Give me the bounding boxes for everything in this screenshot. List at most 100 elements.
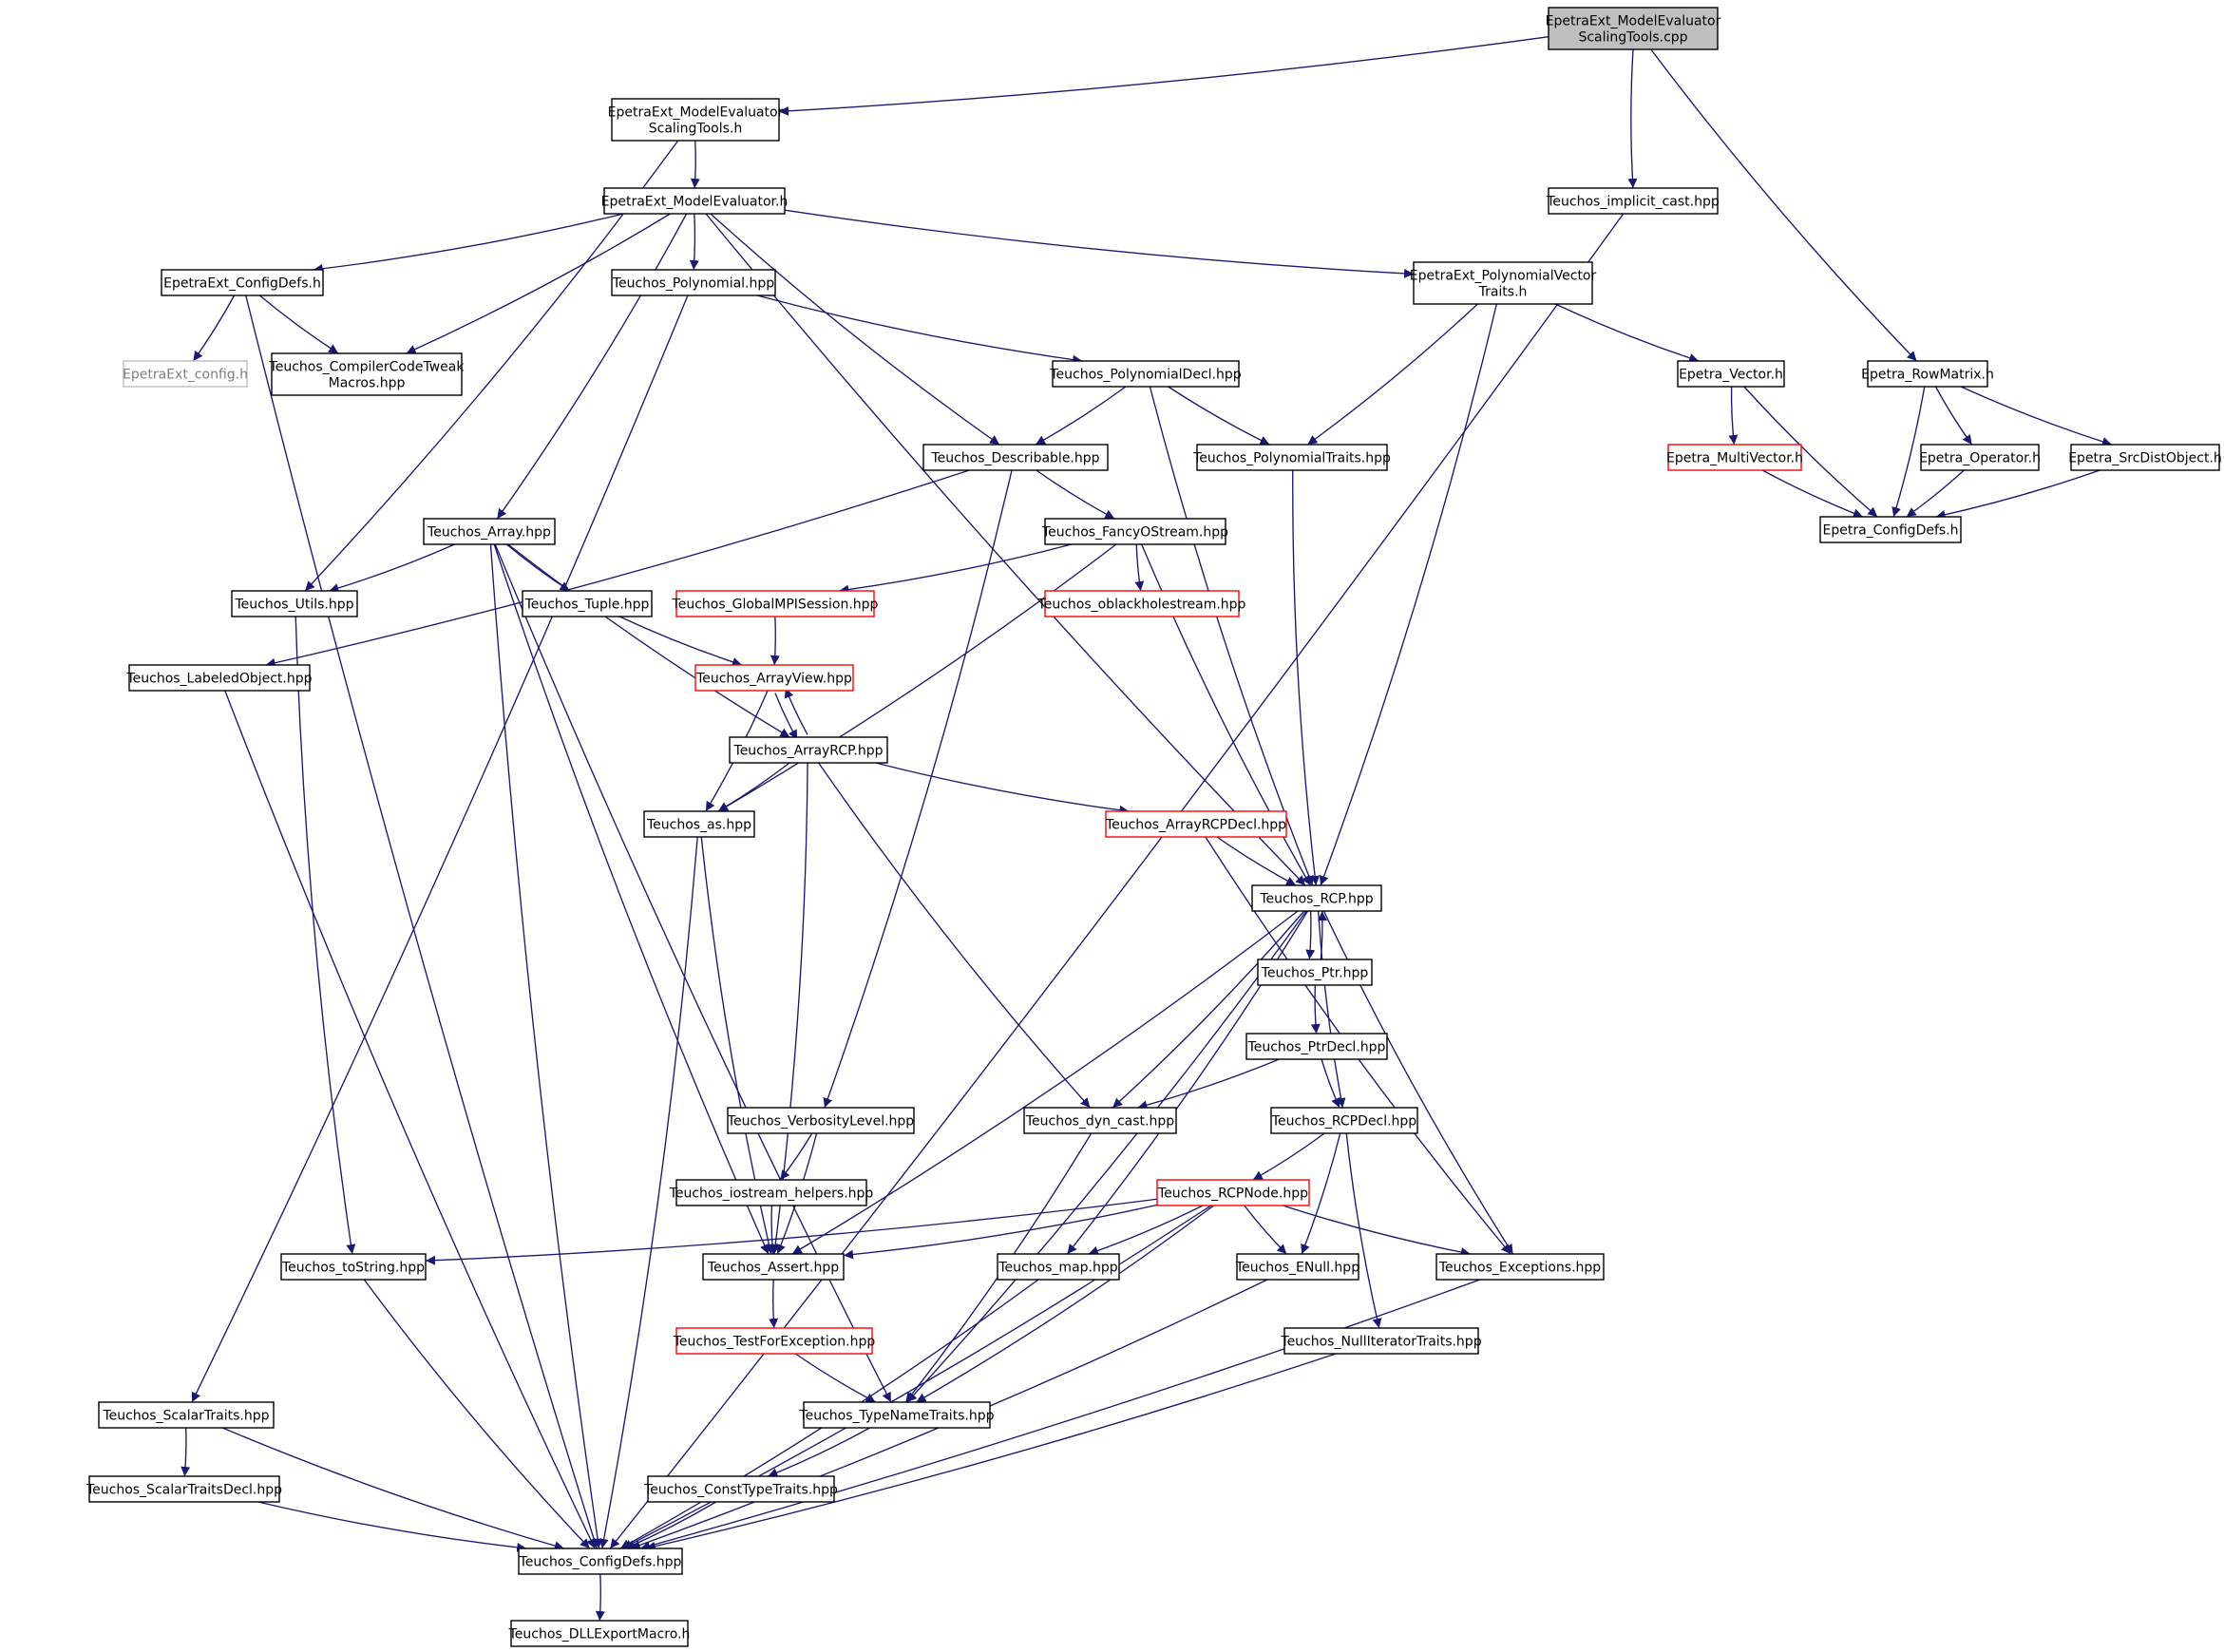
node-label: Epetra_Operator.h bbox=[1919, 451, 2041, 466]
node-box bbox=[1105, 810, 1287, 838]
node-box bbox=[1236, 1253, 1359, 1281]
edge-fancyostream-to-globalmpi bbox=[839, 543, 1072, 595]
node-label: Teuchos_Tuple.hpp bbox=[524, 598, 650, 613]
node-ee_config[interactable]: EpetraExt_config.h bbox=[123, 360, 248, 388]
node-polytraits[interactable]: Teuchos_PolynomialTraits.hpp bbox=[1192, 444, 1391, 471]
node-as[interactable]: Teuchos_as.hpp bbox=[643, 810, 755, 838]
node-scalardecl[interactable]: Teuchos_ScalarTraitsDecl.hpp bbox=[86, 1475, 282, 1503]
edge-epvector-to-ep_configdefs bbox=[1743, 386, 1878, 518]
node-box bbox=[1023, 1107, 1177, 1134]
edge-rcpnode-to-tostring bbox=[425, 1198, 1158, 1265]
node-rowmatrix[interactable]: Epetra_RowMatrix.h bbox=[1861, 360, 1994, 388]
node-fancyostream[interactable]: Teuchos_FancyOStream.hpp bbox=[1041, 518, 1228, 545]
node-typename[interactable]: Teuchos_TypeNameTraits.hpp bbox=[798, 1401, 995, 1429]
node-labeled[interactable]: Teuchos_LabeledObject.hpp bbox=[125, 664, 313, 692]
node-me_h[interactable]: EpetraExt_ModelEvaluator.h bbox=[601, 187, 789, 215]
node-consttype[interactable]: Teuchos_ConstTypeTraits.hpp bbox=[643, 1475, 838, 1503]
node-box bbox=[98, 1401, 275, 1429]
edge-me_h-to-describable bbox=[710, 213, 1000, 446]
node-label: Teuchos_FancyOStream.hpp bbox=[1041, 525, 1228, 541]
node-iostream[interactable]: Teuchos_iostream_helpers.hpp bbox=[669, 1179, 874, 1206]
edge-root-to-mest_h bbox=[778, 35, 1549, 116]
node-utils[interactable]: Teuchos_Utils.hpp bbox=[231, 590, 358, 617]
node-scalartraits[interactable]: Teuchos_ScalarTraits.hpp bbox=[98, 1401, 275, 1429]
node-ee_configdefs[interactable]: EpetraExt_ConfigDefs.h bbox=[161, 269, 324, 296]
node-oblackhole[interactable]: Teuchos_oblackholestream.hpp bbox=[1037, 590, 1246, 617]
node-box bbox=[271, 352, 463, 396]
node-globalmpi[interactable]: Teuchos_GlobalMPISession.hpp bbox=[672, 590, 879, 617]
node-verbosity[interactable]: Teuchos_VerbosityLevel.hpp bbox=[727, 1107, 915, 1134]
edge-polyvec-to-epvector bbox=[1555, 303, 1700, 363]
node-assert[interactable]: Teuchos_Assert.hpp bbox=[702, 1253, 845, 1281]
node-label: ScalingTools.cpp bbox=[1578, 30, 1687, 46]
node-label: Teuchos_ENull.hpp bbox=[1235, 1261, 1359, 1276]
node-label: Epetra_ConfigDefs.h bbox=[1822, 523, 1958, 539]
node-box bbox=[675, 590, 875, 617]
node-label: Teuchos_ConfigDefs.hpp bbox=[519, 1555, 682, 1570]
node-epvector[interactable]: Epetra_Vector.h bbox=[1677, 360, 1785, 388]
node-label: Teuchos_TestForException.hpp bbox=[673, 1335, 876, 1350]
node-label: EpetraExt_ModelEvaluator bbox=[1546, 14, 1721, 29]
node-operator[interactable]: Epetra_Operator.h bbox=[1919, 444, 2041, 471]
node-box bbox=[1867, 360, 1988, 388]
node-label: Macros.hpp bbox=[329, 376, 406, 391]
node-layer: EpetraExt_ModelEvaluatorScalingTools.cpp… bbox=[86, 7, 2222, 1647]
edge-scalartraits-to-t_configdefs bbox=[221, 1427, 564, 1551]
node-tostring[interactable]: Teuchos_toString.hpp bbox=[280, 1253, 427, 1281]
edge-polyvec-to-polytraits bbox=[1306, 303, 1478, 446]
node-arrayview[interactable]: Teuchos_ArrayView.hpp bbox=[694, 664, 854, 692]
edge-arrayrcp-to-as bbox=[717, 762, 790, 812]
node-t_configdefs[interactable]: Teuchos_ConfigDefs.hpp bbox=[518, 1548, 683, 1575]
node-polydecl[interactable]: Teuchos_PolynomialDecl.hpp bbox=[1049, 360, 1242, 388]
node-label: Epetra_Vector.h bbox=[1679, 368, 1783, 383]
node-tuple[interactable]: Teuchos_Tuple.hpp bbox=[522, 590, 653, 617]
node-dyncast[interactable]: Teuchos_dyn_cast.hpp bbox=[1023, 1107, 1177, 1134]
node-dllexport[interactable]: Teuchos_DLLExportMacro.h bbox=[508, 1620, 691, 1647]
node-srcdist[interactable]: Epetra_SrcDistObject.h bbox=[2068, 444, 2222, 471]
node-map[interactable]: Teuchos_map.hpp bbox=[997, 1253, 1120, 1281]
node-rcpdecl[interactable]: Teuchos_RCPDecl.hpp bbox=[1270, 1107, 1418, 1134]
node-testforexc[interactable]: Teuchos_TestForException.hpp bbox=[673, 1327, 876, 1355]
node-implicit_cast[interactable]: Teuchos_implicit_cast.hpp bbox=[1546, 187, 1720, 215]
edge-nulliter-to-t_configdefs bbox=[645, 1353, 1337, 1551]
node-box bbox=[2070, 444, 2220, 471]
node-label: Teuchos_iostream_helpers.hpp bbox=[669, 1187, 874, 1202]
node-label: Epetra_MultiVector.h bbox=[1666, 451, 1803, 466]
node-arrayrcp[interactable]: Teuchos_ArrayRCP.hpp bbox=[729, 736, 888, 764]
node-label: Teuchos_GlobalMPISession.hpp bbox=[672, 598, 879, 613]
node-polynomial[interactable]: Teuchos_Polynomial.hpp bbox=[611, 269, 776, 296]
node-nulliter[interactable]: Teuchos_NullIteratorTraits.hpp bbox=[1280, 1327, 1482, 1355]
node-ptr[interactable]: Teuchos_Ptr.hpp bbox=[1257, 959, 1373, 986]
node-label: Teuchos_toString.hpp bbox=[281, 1261, 425, 1276]
node-ptrdecl[interactable]: Teuchos_PtrDecl.hpp bbox=[1245, 1033, 1388, 1060]
edge-rcp-to-exceptions bbox=[1322, 910, 1514, 1255]
node-rcpnode[interactable]: Teuchos_RCPNode.hpp bbox=[1156, 1179, 1310, 1206]
node-box bbox=[1044, 590, 1240, 617]
node-box bbox=[729, 736, 888, 764]
node-label: Teuchos_ConstTypeTraits.hpp bbox=[643, 1483, 838, 1498]
node-exceptions[interactable]: Teuchos_Exceptions.hpp bbox=[1435, 1253, 1605, 1281]
edge-array-to-t_configdefs bbox=[489, 543, 603, 1549]
node-array[interactable]: Teuchos_Array.hpp bbox=[423, 518, 556, 545]
node-box bbox=[1920, 444, 2040, 471]
node-ep_configdefs[interactable]: Epetra_ConfigDefs.h bbox=[1819, 516, 1962, 543]
node-describable[interactable]: Teuchos_Describable.hpp bbox=[922, 444, 1109, 471]
node-rcp[interactable]: Teuchos_RCP.hpp bbox=[1251, 884, 1382, 912]
node-box bbox=[922, 444, 1109, 471]
node-multivector[interactable]: Epetra_MultiVector.h bbox=[1666, 444, 1803, 471]
edge-rcpdecl-to-rcpnode bbox=[1252, 1132, 1325, 1181]
node-enull[interactable]: Teuchos_ENull.hpp bbox=[1235, 1253, 1359, 1281]
edge-root-to-rowmatrix bbox=[1650, 48, 1917, 362]
edge-rcpnode-to-typename bbox=[916, 1205, 1214, 1403]
edge-scalartraits-to-scalardecl bbox=[181, 1427, 191, 1477]
node-label: Teuchos_Assert.hpp bbox=[707, 1261, 839, 1276]
node-box bbox=[675, 1179, 867, 1206]
edge-globalmpi-to-arrayview bbox=[770, 616, 780, 666]
node-label: Teuchos_map.hpp bbox=[998, 1261, 1117, 1276]
node-arrayrcpdecl[interactable]: Teuchos_ArrayRCPDecl.hpp bbox=[1105, 810, 1287, 838]
